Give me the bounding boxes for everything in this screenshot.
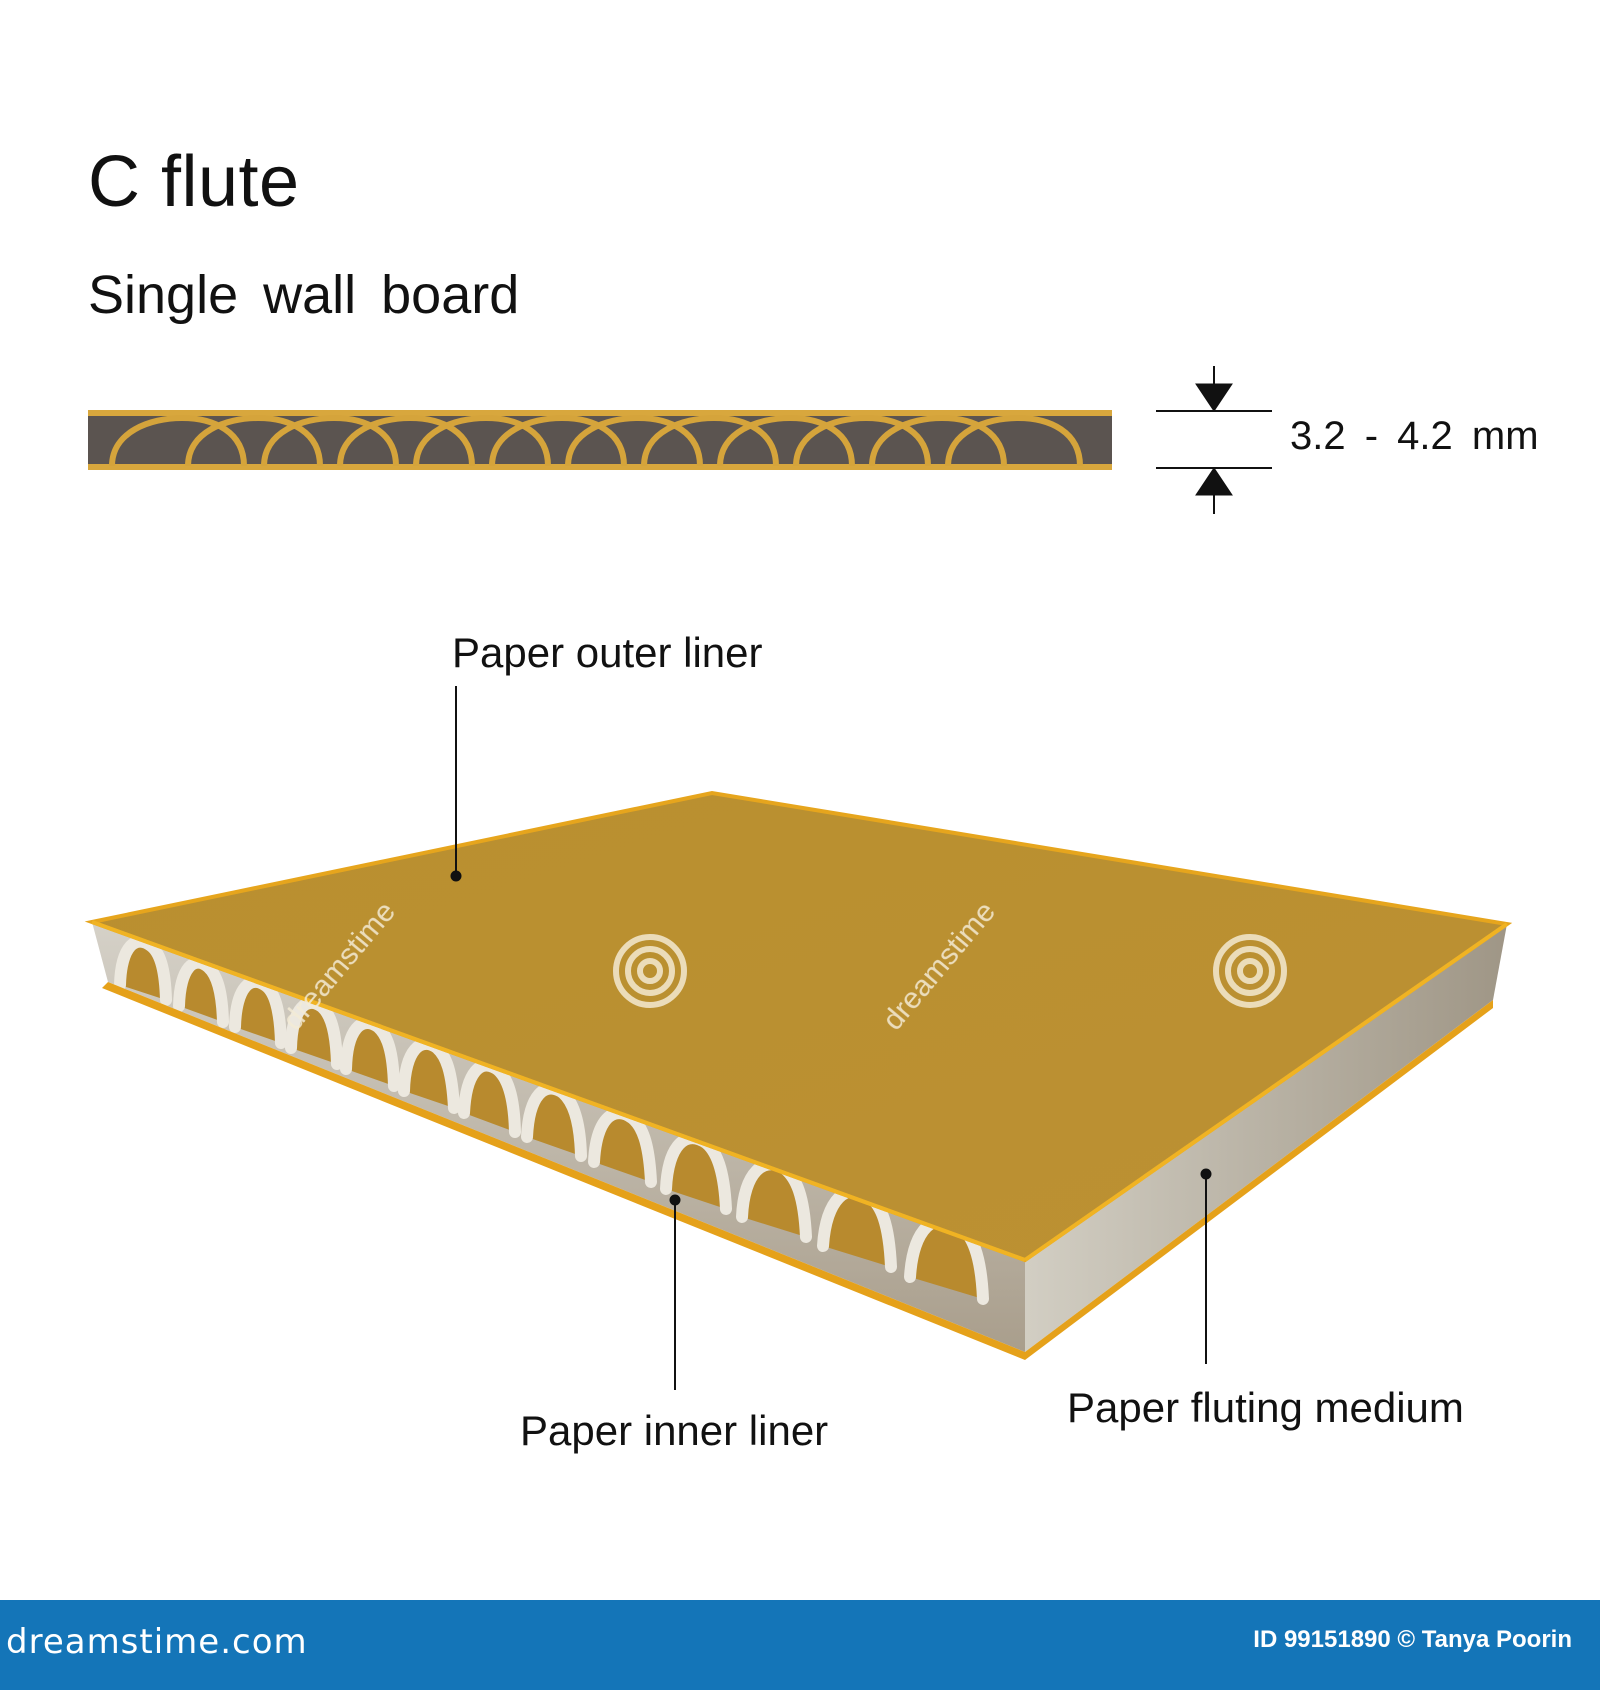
outer-liner-label: Paper outer liner <box>452 629 763 676</box>
page-title: C flute <box>88 142 300 222</box>
watermark-layer <box>613 934 1287 1008</box>
fluting-medium-point <box>1200 1168 1212 1180</box>
board-right-side <box>1025 924 1507 1352</box>
dimension-indicator <box>1156 366 1272 514</box>
arrow-down-icon <box>1195 383 1233 412</box>
cross-section-bottom-liner <box>88 464 1112 470</box>
page-subtitle: Single wall board <box>88 265 520 325</box>
watermark-icon <box>613 934 687 1008</box>
footer-bar: dreamstime.com ID 99151890 © Tanya Poori… <box>0 1600 1600 1690</box>
inner-liner-label: Paper inner liner <box>520 1407 829 1454</box>
dimension-label: 3.2 - 4.2 mm <box>1290 414 1539 458</box>
board-top-edge-highlight <box>91 920 1026 1262</box>
fluting-medium-label: Paper fluting medium <box>1067 1384 1464 1431</box>
outer-liner-point <box>450 870 462 882</box>
cross-section-board <box>88 410 1112 470</box>
footer-logo: dreamstime.com <box>6 1622 308 1662</box>
callout-lines <box>450 686 1212 1390</box>
arrow-up-icon <box>1195 467 1233 496</box>
board-bottom-liner <box>102 982 1493 1360</box>
inner-liner-point <box>669 1194 681 1206</box>
board-right-edge-highlight <box>1023 922 1509 1262</box>
footer-credit: ID 99151890 © Tanya Poorin <box>1253 1626 1572 1653</box>
cross-section-flutes <box>109 414 1083 467</box>
watermark-icon <box>1213 934 1287 1008</box>
board-3d <box>84 790 1513 1360</box>
cross-section-top-liner <box>88 410 1112 416</box>
